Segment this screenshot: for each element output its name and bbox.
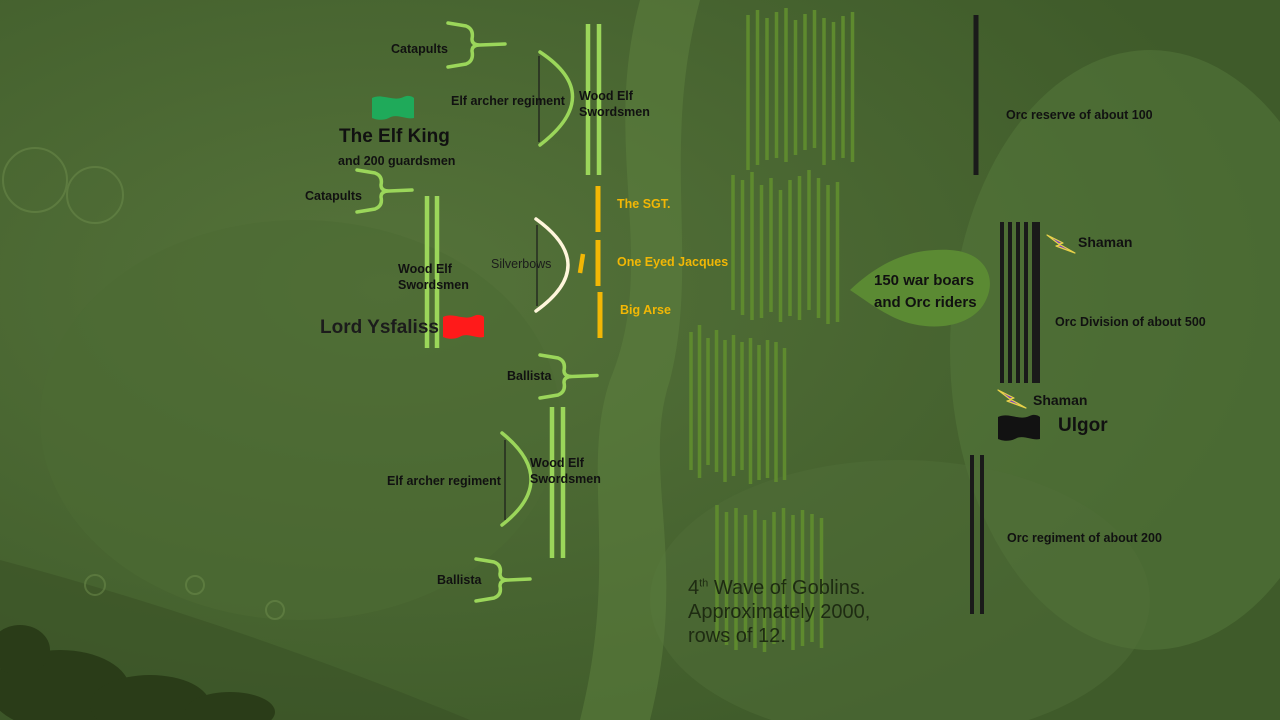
orc-reserve-label: Orc reserve of about 100 (1006, 108, 1153, 122)
wood-elf-label-bottom: Wood Elf Swordsmen (530, 456, 601, 487)
elf-king-flag-icon (372, 95, 414, 120)
orc-division-label: Orc Division of about 500 (1055, 315, 1206, 329)
catapults-bracket-icon (446, 21, 507, 69)
ballista-label-mid: Ballista (507, 369, 552, 383)
goblin-wave-ordinal: th (699, 577, 709, 590)
goblin-wave-text: Wave of Goblins. Approximately 2000, row… (688, 577, 871, 647)
shaman-label-bottom: Shaman (1033, 392, 1088, 408)
lord-flag-icon (443, 314, 484, 339)
elf-archer-arc-top (538, 50, 575, 147)
shaman-lightning-bolt-icon (997, 389, 1027, 409)
elf-archer-arc-bottom (500, 431, 533, 527)
silverbows-arc (534, 217, 570, 313)
wood-elf-mid-line2: Swordsmen (398, 277, 469, 292)
elf-king-title: The Elf King (339, 126, 450, 147)
wood-elf-top-line1: Wood Elf (579, 89, 633, 103)
lord-label: Lord Ysfaliss (320, 317, 439, 338)
wood-elf-mid-line1: Wood Elf (398, 262, 452, 276)
wood-elf-top-line2: Swordsmen (579, 104, 650, 119)
ballista-label-bottom: Ballista (437, 573, 482, 587)
catapults-label-mid: Catapults (305, 189, 362, 203)
war-boars-line1: 150 war boars (874, 272, 975, 289)
ballista-bracket-icon (538, 353, 599, 400)
ballista-bracket-icon (474, 557, 532, 603)
one-eyed-jacques-label: One Eyed Jacques (617, 255, 729, 269)
elf-archer-label-top: Elf archer regiment (451, 94, 565, 108)
war-boars-label: 150 war boars and Orc riders (874, 270, 977, 314)
wood-elf-bottom-line1: Wood Elf (530, 456, 584, 470)
wood-elf-label-mid: Wood Elf Swordsmen (398, 262, 469, 293)
war-boars-shape (850, 249, 990, 327)
champion-small-marker (577, 253, 586, 274)
wood-elf-bottom-line2: Swordsmen (530, 471, 601, 486)
silverbows-label: Silverbows (491, 257, 552, 271)
goblin-wave-note: 4th Wave of Goblins. Approximately 2000,… (688, 576, 888, 648)
war-boars-line2: and Orc riders (874, 293, 977, 311)
ulgor-flag-icon (998, 414, 1040, 441)
sgt-label: The SGT. (617, 197, 671, 211)
goblin-wave-number: 4 (688, 577, 700, 599)
catapults-label-top: Catapults (391, 42, 448, 56)
elf-archer-label-bottom: Elf archer regiment (387, 474, 501, 488)
shaman-label-top: Shaman (1078, 234, 1133, 250)
elf-king-subtitle: and 200 guardsmen (338, 154, 456, 168)
ulgor-label: Ulgor (1058, 415, 1108, 436)
orc-regiment-label: Orc regiment of about 200 (1007, 531, 1162, 545)
big-arse-label: Big Arse (620, 303, 671, 317)
catapults-bracket-icon (355, 168, 414, 214)
wood-elf-label-top: Wood Elf Swordsmen (579, 89, 650, 120)
shaman-lightning-bolt-icon (1046, 234, 1076, 254)
